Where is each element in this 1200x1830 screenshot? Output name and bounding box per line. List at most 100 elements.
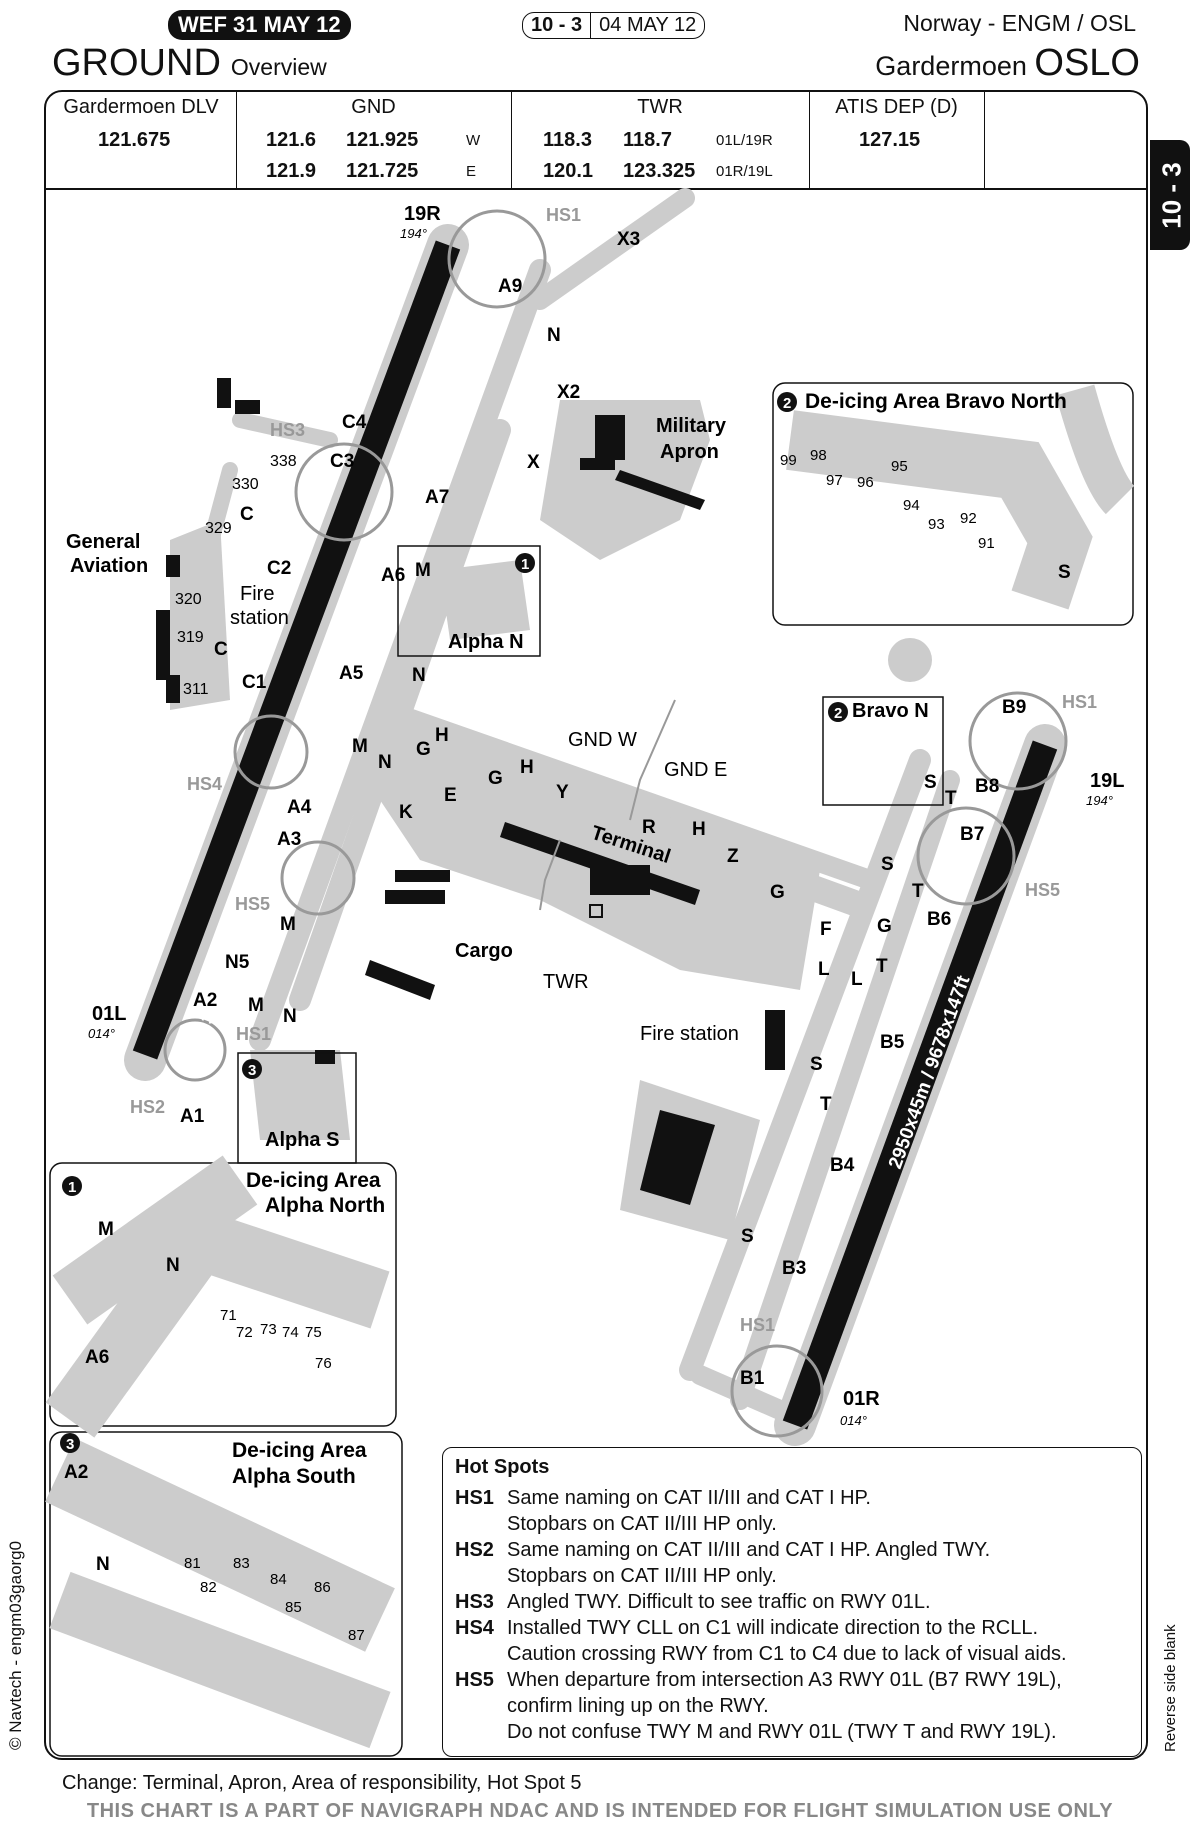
- effective-date-badge: WEF 31 MAY 12: [168, 10, 351, 40]
- label-alpha-s: Alpha S: [265, 1129, 339, 1151]
- twy-a3: A3: [277, 829, 301, 850]
- threshold-19r-hdg: 194°: [400, 226, 427, 241]
- twy-t-line: [730, 770, 960, 1410]
- threshold-19r: 19R 194°: [400, 203, 441, 241]
- inset-alpha-north-art: [45, 1155, 390, 1438]
- pad-73: 73: [260, 1321, 277, 1338]
- pad-98: 98: [810, 447, 827, 464]
- twy-l-1: L: [818, 959, 830, 980]
- twy-b6: B6: [927, 909, 951, 930]
- hs1-label-northeast: HS1: [1062, 692, 1097, 712]
- twy-m-north: M: [415, 560, 431, 581]
- twy-c4: C4: [342, 412, 367, 433]
- twy-s-3: S: [741, 1226, 754, 1247]
- alpha-n-inset-twy-1: [52, 1155, 258, 1325]
- pad-99: 99: [780, 452, 797, 469]
- hot-spot-line: confirm lining up on the RWY.: [507, 1695, 769, 1717]
- hs3-label: HS3: [270, 420, 305, 440]
- map-plain-labels: Fire station Fire station TWR GND W GND …: [230, 583, 739, 1045]
- pad-82: 82: [200, 1579, 217, 1596]
- twy-n-mid2: N: [378, 752, 392, 773]
- twy-t-2: T: [876, 956, 888, 977]
- alpha-s-inset-twy-1: [45, 1438, 395, 1652]
- pad-91: 91: [978, 535, 995, 552]
- alpha-south-building: [315, 1050, 335, 1064]
- threshold-01l: 01L 014°: [88, 1003, 126, 1041]
- threshold-19l-hdg: 194°: [1086, 793, 1113, 808]
- hot-spot-line: Installed TWY CLL on C1 will indicate di…: [507, 1617, 1039, 1639]
- alpha-n-box: [397, 545, 541, 657]
- alpha-n-inset-title-1: De-icing Area: [246, 1169, 381, 1192]
- marker-3-text: 3: [248, 1062, 256, 1079]
- hs5-label-west: HS5: [235, 894, 270, 914]
- twy-t-1: T: [912, 881, 924, 902]
- pad-75: 75: [305, 1324, 322, 1341]
- twy-s-line: [679, 749, 931, 1381]
- pad-97: 97: [826, 472, 843, 489]
- twy-x3-line: [530, 188, 695, 310]
- side-tab: 10 - 3: [1150, 140, 1190, 250]
- chart-number: 10 - 3: [523, 13, 592, 38]
- ga-building-3: [166, 675, 180, 703]
- reverse-note: Reverse side blank: [1162, 1624, 1179, 1752]
- stand-319: 319: [177, 629, 204, 646]
- label-military-1: Military: [656, 415, 727, 437]
- alpha-s-inset-twy-2: [49, 1571, 391, 1749]
- marker-1-circle: [515, 553, 535, 573]
- bravo-inset-marker: [777, 392, 797, 412]
- hs4-label: HS4: [187, 774, 222, 794]
- pad-86: 86: [314, 1579, 331, 1596]
- twy-b1: B1: [740, 1368, 765, 1389]
- hot-spot-hs1: HS1 Same naming on CAT II/III and CAT I …: [455, 1485, 1129, 1537]
- terminal-core: [590, 865, 650, 895]
- stand-labels: 338 330 329 320 319 311: [175, 453, 297, 698]
- change-note: Change: Terminal, Apron, Area of respons…: [62, 1772, 582, 1794]
- twy-h-1: H: [435, 725, 449, 746]
- pad-81: 81: [184, 1555, 201, 1572]
- hot-spot-hs4: HS4 Installed TWY CLL on C1 will indicat…: [455, 1615, 1129, 1667]
- hot-spot-code: HS4: [455, 1617, 494, 1639]
- twy-b9: B9: [1002, 697, 1026, 718]
- alpha-n-inset-pads: 71 72 73 74 75 76: [220, 1307, 332, 1372]
- pad-95: 95: [891, 458, 908, 475]
- twy-m-south: M: [280, 914, 296, 935]
- hs1-circle-northeast: [968, 691, 1068, 791]
- hot-spot-code: HS2: [455, 1539, 494, 1561]
- cargo-building-3: [365, 960, 435, 1000]
- alpha-n-inset-a6: A6: [85, 1347, 109, 1368]
- twy-s-4: S: [924, 772, 937, 793]
- runway-01r-19l: [782, 740, 1058, 1430]
- hot-spot-line: Same naming on CAT II/III and CAT I HP.: [507, 1487, 871, 1509]
- twy-a1: A1: [180, 1106, 205, 1127]
- alpha-s-inset-marker: [60, 1433, 80, 1453]
- twy-s-2: S: [810, 1054, 823, 1075]
- airport-name: Gardermoen: [875, 51, 1027, 81]
- stand-311: 311: [183, 681, 209, 698]
- twy-a9: A9: [498, 276, 522, 297]
- twy-c-1: C: [240, 504, 254, 525]
- hot-spot-code: HS5: [455, 1669, 494, 1691]
- twy-b8: B8: [975, 776, 999, 797]
- bravo-inset-pads: 99 98 97 96 95 94 93 92 91: [780, 447, 995, 552]
- runways: [132, 240, 1058, 1430]
- hs5-circle-east: [916, 806, 1016, 906]
- hs1-label-north: HS1: [546, 205, 581, 225]
- marker-2-text: 2: [834, 705, 842, 722]
- twy-k: K: [399, 802, 413, 823]
- twy-x2: X2: [557, 382, 580, 403]
- twy-m-mid: M: [352, 736, 368, 757]
- runway-01l-19r: [132, 240, 461, 1060]
- pad-87: 87: [348, 1627, 365, 1644]
- pad-96: 96: [857, 474, 874, 491]
- hot-spot-line: Caution crossing RWY from C1 to C4 due t…: [507, 1643, 1067, 1665]
- gnd-boundary-south: [539, 839, 561, 911]
- copyright-note: © Navtech - engm03gaorg0: [6, 1540, 25, 1750]
- pad-72: 72: [236, 1324, 253, 1341]
- twy-n-north: N: [547, 325, 561, 346]
- freq-twr-2r: 01R/19L: [716, 163, 773, 180]
- stand-338: 338: [270, 453, 297, 470]
- terminal-apron: [380, 720, 820, 990]
- alpha-s-inset-title-1: De-icing Area: [232, 1439, 367, 1462]
- freq-delivery-label: Gardermoen DLV: [63, 96, 219, 118]
